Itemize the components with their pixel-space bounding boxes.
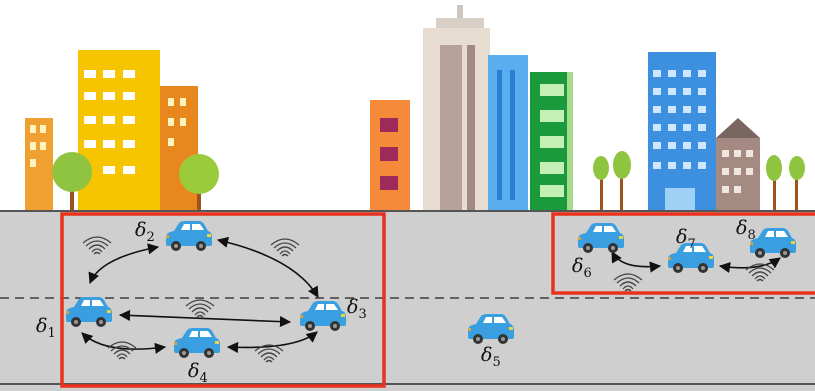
connection-arrows <box>81 236 781 354</box>
label-delta-3: δ3 <box>347 296 367 322</box>
arrow-1-4 <box>81 332 167 354</box>
label-delta-7: δ7 <box>676 226 696 252</box>
arrow-1-3 <box>118 309 292 328</box>
arrow-4-3 <box>226 331 318 354</box>
arrow-1-2 <box>88 243 160 285</box>
left-buildings <box>25 50 219 210</box>
arrow-7-8 <box>718 257 781 274</box>
label-delta-6: δ6 <box>572 255 592 281</box>
cluster-right-border <box>551 212 815 295</box>
arrow-2-3 <box>216 236 319 298</box>
arrow-6-7 <box>611 251 662 273</box>
label-delta-1: δ1 <box>36 315 56 341</box>
label-delta-5: δ5 <box>481 344 501 370</box>
center-buildings <box>370 5 573 210</box>
label-delta-8: δ8 <box>736 217 756 243</box>
right-buildings <box>593 52 805 210</box>
road <box>0 210 815 391</box>
label-delta-4: δ4 <box>188 360 208 386</box>
label-delta-2: δ2 <box>135 219 155 245</box>
cluster-left-border <box>60 212 386 388</box>
